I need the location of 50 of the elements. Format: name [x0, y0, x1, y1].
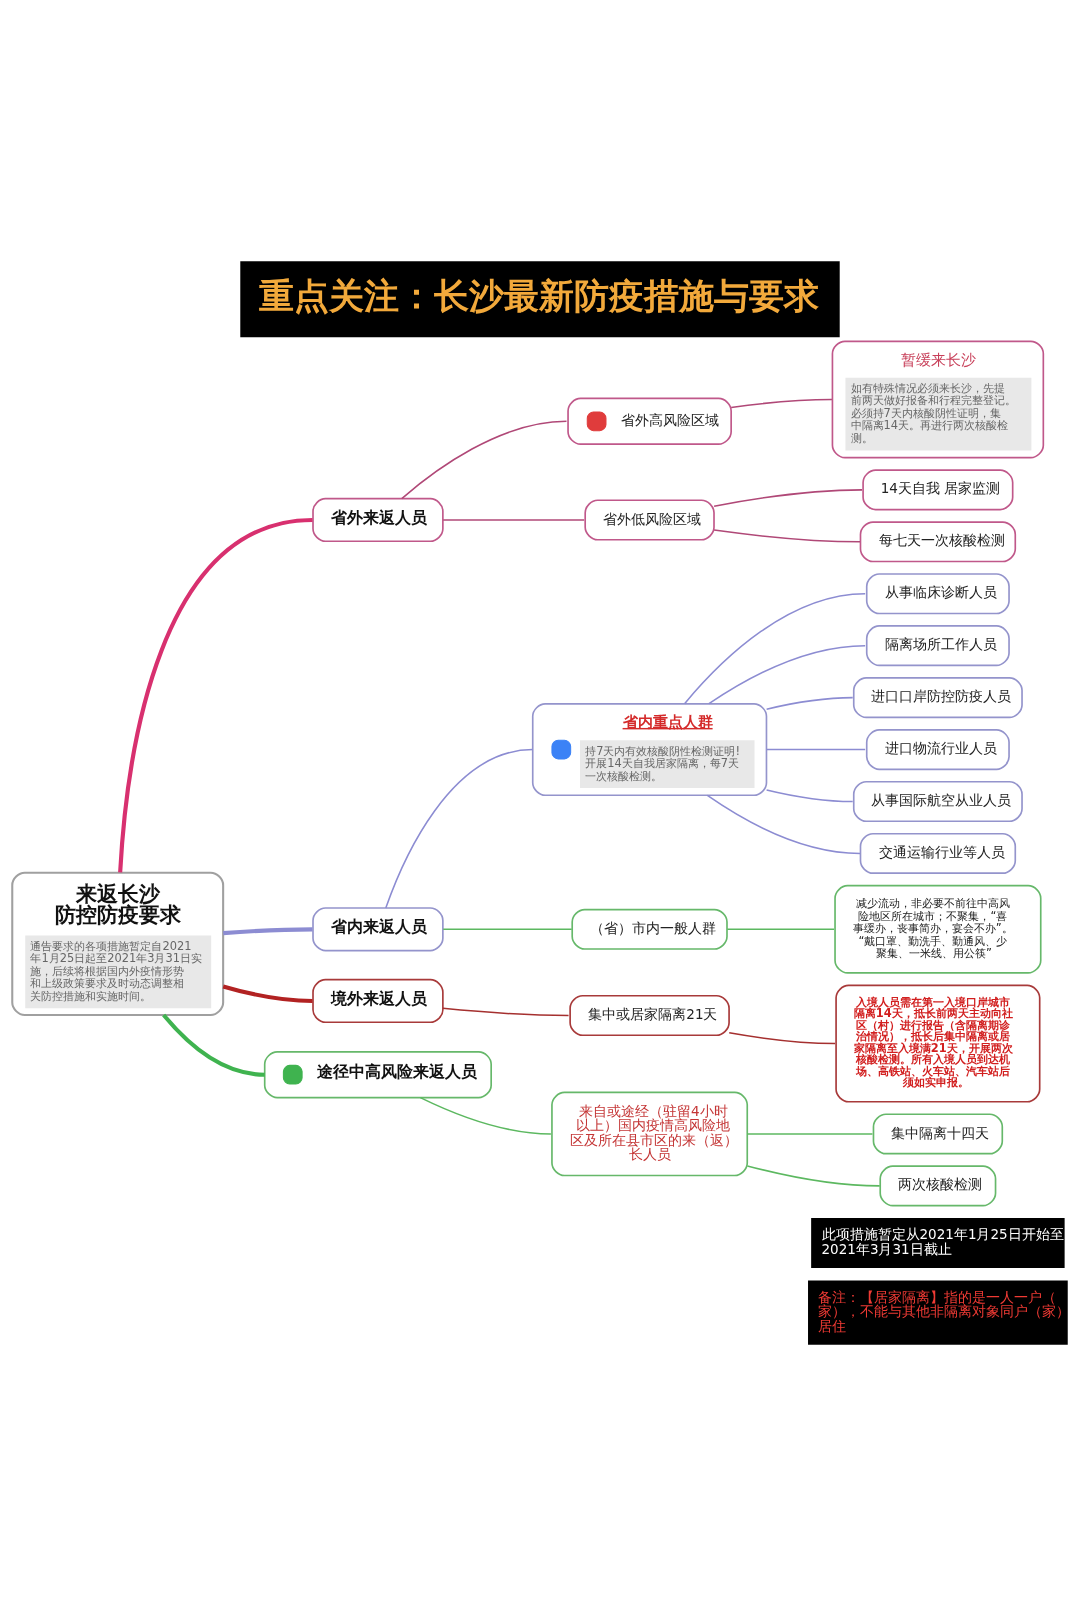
- node-box: 14天自我 居家监测: [862, 468, 1014, 510]
- connector: [223, 926, 313, 935]
- connector: [401, 420, 568, 499]
- connector: [728, 1031, 836, 1044]
- connector: [730, 398, 833, 408]
- connector: [706, 794, 861, 854]
- connector: [708, 644, 866, 704]
- connector: [419, 1096, 552, 1135]
- node-box: 隔离场所工作人员: [865, 624, 1010, 666]
- connector: [442, 1007, 570, 1016]
- connector: [162, 1013, 265, 1077]
- node-box: 从事国际航空从业人员: [852, 780, 1023, 822]
- connector: [385, 748, 534, 909]
- label: 此项措施暂定从2021年1月25日开始至2021年3月31日截止: [821, 1225, 1064, 1257]
- connector: [765, 788, 854, 802]
- connector: [442, 928, 573, 930]
- node-box: 每七天一次核酸检测: [859, 520, 1017, 562]
- connector: [442, 518, 585, 521]
- node-box: 从事临床诊断人员: [865, 572, 1010, 614]
- node-box: 省内来返人员: [312, 906, 444, 951]
- node-box: 减少流动，非必要不前往中高风险地区所在城市；不聚集，“喜事缓办，丧事简办，宴会不办”。“戴口罩、勤洗手、勤通风、少聚集、一米线、用公筷”: [834, 884, 1042, 974]
- node-box: 省外来返人员: [312, 497, 444, 542]
- node-box: 省内重点人群 持7天内有效核酸阴性检测证明!开展14天自我居家隔离，每7天一次核酸检测。: [531, 702, 768, 796]
- node-box: 交通运输行业等人员: [859, 832, 1017, 874]
- connector: [713, 488, 863, 507]
- connector: [222, 983, 313, 1003]
- node-box: 省外低风险区域: [584, 498, 715, 541]
- connector: [726, 928, 835, 930]
- node-box: 来返长沙防控防疫要求 通告要求的各项措施暂定自2021年1月25日起至2021年3月31日实施，后续将根据国内外疫情形势和上级政策要求及时动态调整相关防控措施和实施时间。: [11, 871, 225, 1016]
- diagram-title: 重点关注：长沙最新防疫措施与要求: [259, 274, 820, 316]
- node-box: 入境人员需在第一入境口岸城市隔离14天，抵长前两天主动向社区（村）进行报告（含隔离期诊治情况），抵长后集中隔离或居家隔离至入境满21天，开展两次核酸检测。所有入境人员到达机场、高铁站、火车站、汽车站后须如实申报。: [835, 984, 1041, 1103]
- connector: [118, 517, 313, 873]
- label: 备注：【居家隔离】指的是一人一户（家），不能与其他非隔离对象同户（家）居住: [818, 1288, 1071, 1334]
- node-box: 进口物流行业人员: [865, 728, 1010, 770]
- node-box: 集中隔离十四天: [872, 1112, 1004, 1154]
- node-box: 集中或居家隔离21天: [569, 994, 730, 1036]
- connector: [765, 748, 866, 750]
- connector: [683, 592, 866, 704]
- node-box: 暂缓来长沙 如有特殊情况必须来长沙，先提前两天做好报备和行程完整登记。必须持7天内核酸阴性证明，集中隔离14天。再进行两次核酸检测。: [831, 339, 1045, 458]
- node-box: 来自或途经（驻留4小时以上）国内疫情高风险地区及所在县市区的来（返）长人员: [551, 1091, 749, 1176]
- node-box: 两次核酸检测: [879, 1164, 997, 1206]
- connector: [765, 696, 854, 710]
- node-box: 途径中高风险来返人员: [263, 1050, 492, 1098]
- node-box: （省）市内一般人群: [571, 908, 728, 950]
- node-box: 境外来返人员: [312, 978, 444, 1023]
- connector: [746, 1164, 881, 1187]
- connector: [746, 1132, 874, 1135]
- connector: [713, 528, 861, 543]
- node-box: 进口口岸防控防疫人员: [852, 676, 1023, 718]
- node-box: 省外高风险区域: [567, 397, 732, 445]
